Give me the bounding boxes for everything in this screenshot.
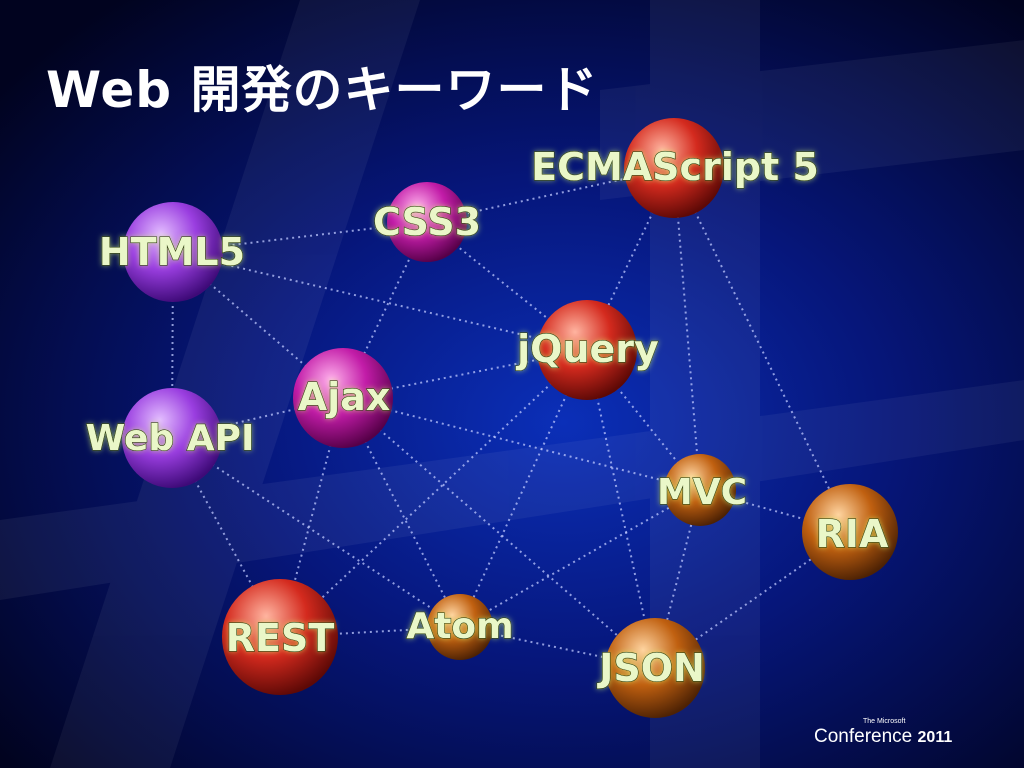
keyword-json: JSON — [596, 646, 705, 690]
link-jquery-atom — [459, 349, 588, 628]
nodes-layer — [122, 118, 898, 718]
keyword-mvc: MVC — [657, 472, 747, 513]
css3-sphere — [387, 182, 467, 262]
keyword-rest: REST — [226, 616, 335, 660]
jquery-sphere — [537, 300, 637, 400]
keyword-ria: RIA — [816, 512, 889, 556]
keyword-ajax: Ajax — [298, 375, 391, 419]
link-html5-jquery — [172, 251, 588, 351]
logo-conference: Conference — [814, 726, 913, 747]
link-ajax-mvc — [342, 397, 701, 491]
keyword-jquery: jQuery — [515, 327, 659, 371]
json-sphere — [605, 618, 705, 718]
keyword-atom: Atom — [406, 606, 513, 647]
logo-year: 2011 — [917, 729, 953, 746]
link-jquery-rest — [279, 349, 588, 638]
link-jquery-json — [586, 349, 656, 669]
ria-sphere — [802, 484, 898, 580]
atom-sphere — [427, 594, 493, 660]
keyword-ecmascript5: ECMAScript 5 — [531, 145, 819, 189]
link-ajax-json — [342, 397, 656, 669]
page-title: Web 開発のキーワード — [46, 61, 599, 119]
keyword-html5: HTML5 — [99, 230, 245, 274]
keyword-css3: CSS3 — [373, 200, 481, 244]
webapi-sphere — [122, 388, 222, 488]
mvc-sphere — [664, 454, 736, 526]
keyword-webapi: Web API — [86, 418, 255, 459]
ajax-sphere — [293, 348, 393, 448]
ecmascript5-sphere — [624, 118, 724, 218]
logo-small-text: The Microsoft — [863, 718, 906, 725]
logo-main-text: Conference 2011 — [814, 726, 952, 748]
link-ecmascript5-ria — [673, 167, 851, 533]
link-css3-jquery — [426, 221, 588, 351]
html5-sphere — [123, 202, 223, 302]
link-mvc-atom — [459, 489, 701, 628]
rest-sphere — [222, 579, 338, 695]
